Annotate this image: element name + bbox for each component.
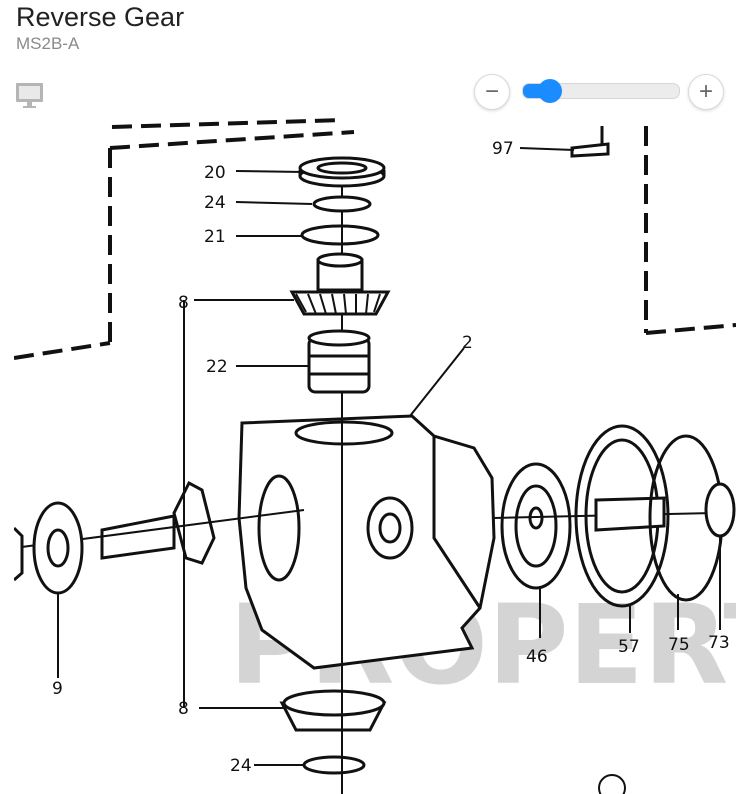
part-bevel-gear-8-top[interactable]: [289, 252, 391, 316]
label-9[interactable]: 9: [52, 679, 63, 699]
label-75[interactable]: 75: [668, 635, 690, 655]
label-21[interactable]: 21: [204, 227, 226, 247]
part-housing-2[interactable]: [237, 414, 496, 670]
zoom-in-button[interactable]: +: [688, 74, 724, 110]
monitor-icon: [16, 83, 43, 108]
page-subtitle: MS2B-A: [16, 34, 80, 53]
zoom-control: − +: [474, 74, 726, 110]
part-bearing-73[interactable]: [704, 482, 736, 538]
label-8-top[interactable]: 8: [178, 293, 189, 313]
label-97[interactable]: 97: [492, 139, 514, 159]
part-sleeve-22[interactable]: [307, 329, 371, 394]
label-22[interactable]: 22: [206, 357, 228, 377]
frame-dashes: [14, 118, 736, 360]
part-bevel-gear-46[interactable]: [500, 462, 572, 590]
part-washer-24-bottom[interactable]: [302, 755, 366, 775]
label-46[interactable]: 46: [526, 647, 548, 667]
label-20[interactable]: 20: [204, 163, 226, 183]
zoom-slider-thumb[interactable]: [538, 79, 563, 103]
part-washer-9[interactable]: [32, 501, 84, 595]
part-washer-24[interactable]: [312, 195, 372, 213]
label-2[interactable]: 2: [462, 333, 473, 353]
fullscreen-button[interactable]: [14, 80, 46, 110]
label-8-bottom[interactable]: 8: [178, 699, 189, 719]
part-97[interactable]: [570, 126, 610, 158]
page-header: Reverse Gear MS2B-A: [16, 2, 184, 54]
label-24[interactable]: 24: [204, 193, 226, 213]
callout-circle: [598, 774, 626, 794]
part-bearing-20[interactable]: [298, 156, 386, 188]
zoom-out-button[interactable]: −: [474, 74, 510, 110]
parts-diagram[interactable]: PROPERTY OF VOLVO PENTA: [14, 118, 736, 794]
part-bevel-gear-8-bottom[interactable]: [279, 689, 387, 732]
exploded-view-drawing: PROPERTY OF VOLVO PENTA: [14, 118, 736, 794]
label-73[interactable]: 73: [708, 633, 730, 653]
label-24-bottom[interactable]: 24: [230, 756, 252, 776]
label-57[interactable]: 57: [618, 637, 640, 657]
leader-lines: [57, 147, 721, 766]
part-circlip-21[interactable]: [300, 224, 380, 246]
part-gear-left-edge: [14, 526, 24, 582]
page-title: Reverse Gear: [16, 2, 185, 32]
part-shaft-right[interactable]: [594, 496, 666, 532]
